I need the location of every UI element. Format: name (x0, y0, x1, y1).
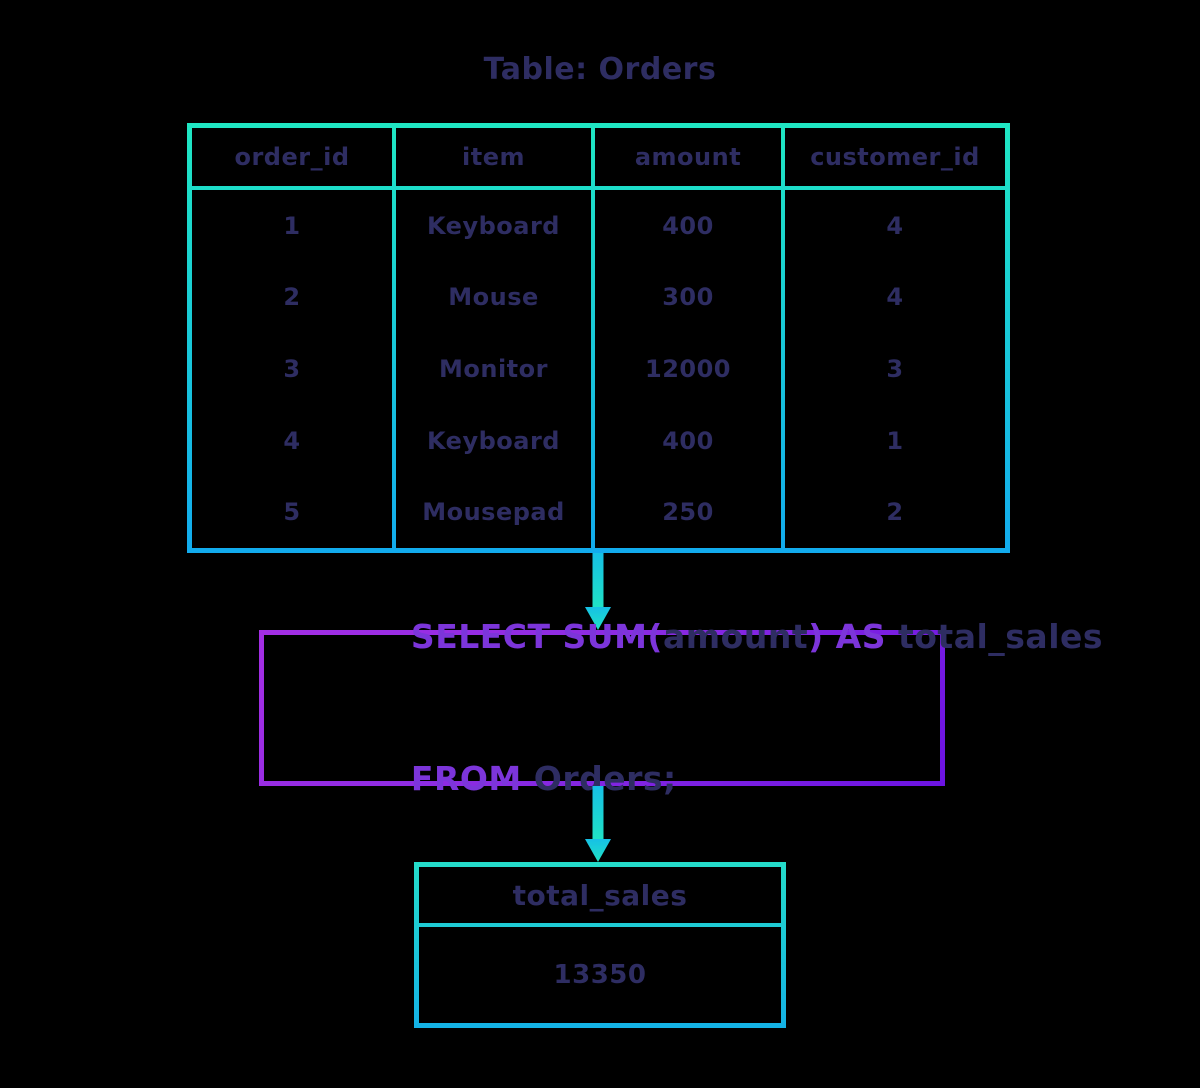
column-header-customer-id: customer_id (785, 128, 1005, 186)
diagram-title: Table: Orders (483, 52, 717, 87)
table-cell-value: 4 (886, 211, 904, 240)
sql-query-text: SELECT SUM(amount) AS total_sales FROM O… (264, 617, 1103, 798)
table-cell-value: Mouse (448, 283, 539, 312)
orders-column-item: Keyboard Mouse Monitor Keyboard Mousepad (396, 190, 591, 548)
down-arrow-icon (585, 786, 611, 862)
table-cell-value: 400 (662, 211, 714, 240)
table-cell-value: 3 (283, 354, 301, 383)
down-arrow-icon (585, 553, 611, 630)
table-cell-value: Monitor (439, 354, 548, 383)
sql-identifier: total_sales (897, 616, 1104, 656)
sql-keyword: FROM (410, 758, 534, 798)
orders-column-customer-id: 4 4 3 1 2 (785, 190, 1005, 548)
orders-column-amount: 400 300 12000 400 250 (595, 190, 781, 548)
table-cell-value: 3 (886, 354, 904, 383)
table-cell-value: 4 (283, 426, 301, 455)
result-value: 13350 (419, 927, 781, 1023)
sql-identifier: Orders; (533, 758, 677, 798)
sql-keyword: SELECT SUM( (410, 616, 664, 656)
column-header-item: item (396, 128, 591, 186)
table-cell-value: 300 (662, 283, 714, 312)
table-cell-value: 2 (886, 498, 904, 527)
table-cell-value: 250 (662, 498, 714, 527)
table-cell-value: 400 (662, 426, 714, 455)
column-header-amount: amount (595, 128, 781, 186)
table-cell-value: 2 (283, 283, 301, 312)
sql-line-2: FROM Orders; (315, 712, 940, 846)
table-cell-value: 5 (283, 498, 301, 527)
table-cell-value: Mousepad (422, 498, 565, 527)
sql-query-box: SELECT SUM(amount) AS total_sales FROM O… (259, 617, 1103, 798)
result-table: total_sales 13350 (414, 862, 786, 1028)
table-cell-value: Keyboard (427, 211, 560, 240)
column-header-order-id: order_id (192, 128, 392, 186)
table-cell-value: 12000 (645, 354, 731, 383)
table-cell-value: 1 (283, 211, 301, 240)
table-cell-value: 4 (886, 283, 904, 312)
sql-keyword: ) AS (808, 616, 898, 656)
sql-identifier: amount (663, 616, 809, 656)
table-cell-value: 1 (886, 426, 904, 455)
orders-table: order_id item amount customer_id 1 2 3 4… (187, 123, 1010, 553)
orders-column-order-id: 1 2 3 4 5 (192, 190, 392, 548)
result-header: total_sales (419, 867, 781, 923)
sql-line-1: SELECT SUM(amount) AS total_sales (315, 570, 1103, 704)
table-cell-value: Keyboard (427, 426, 560, 455)
